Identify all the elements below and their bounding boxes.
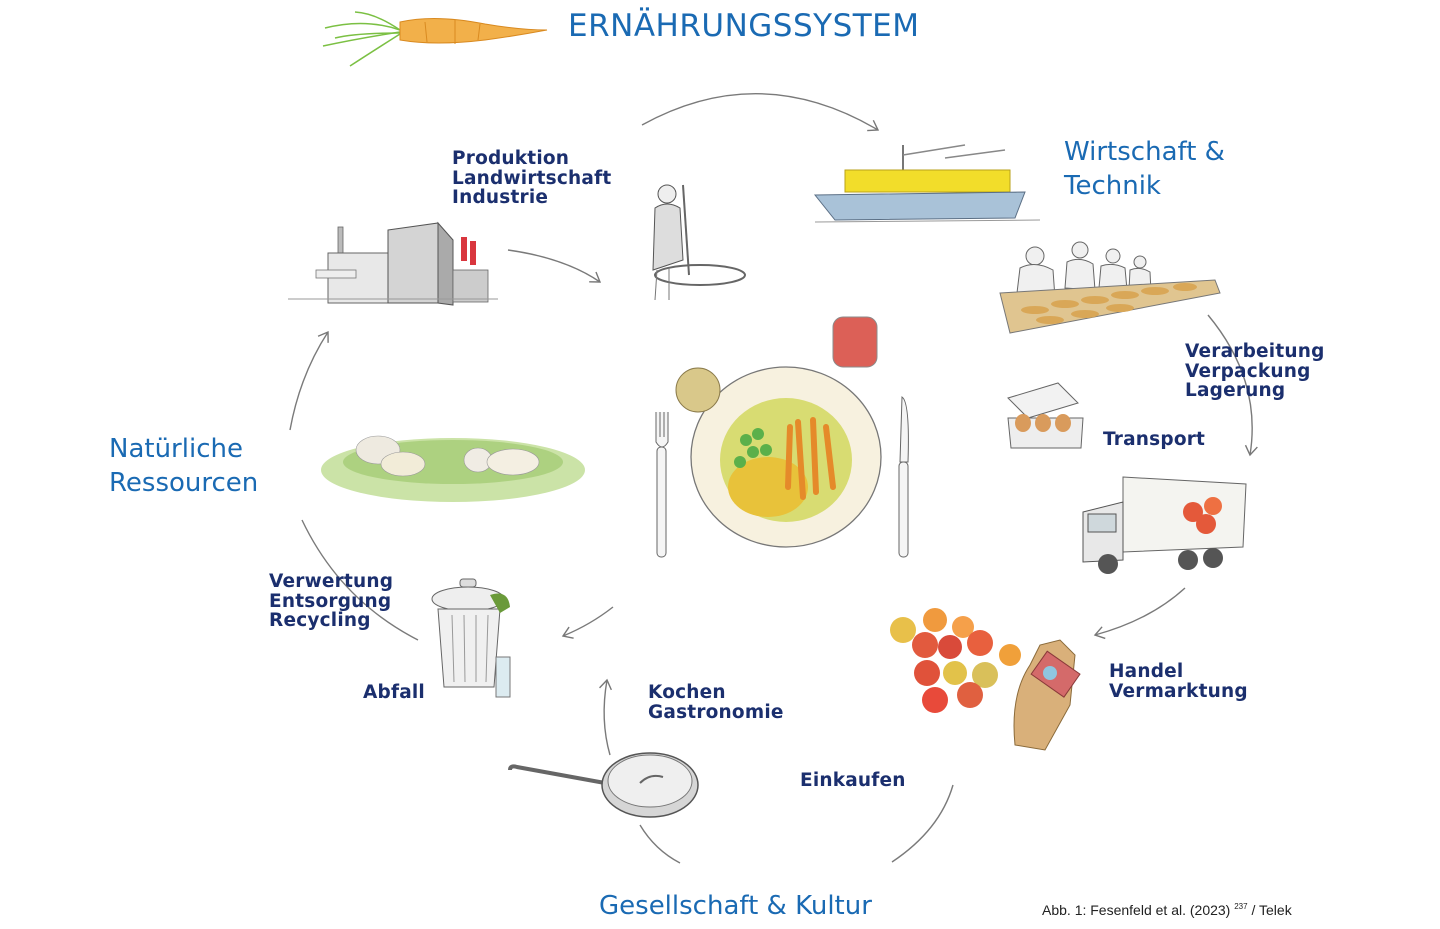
egg-carton-icon <box>1007 382 1084 449</box>
stage-trade: Handel Vermarktung <box>1109 661 1248 702</box>
cargo-ship-icon <box>813 144 1041 223</box>
arrow-shopping <box>891 784 954 863</box>
arrow-recycling <box>301 519 419 641</box>
sector-society: Gesellschaft & Kultur <box>599 891 872 921</box>
dinner-plate-icon <box>655 316 909 558</box>
delivery-truck-icon <box>1082 476 1247 574</box>
bakery-line-icon <box>999 241 1221 334</box>
stage-processing: Verarbeitung Verpackung Lagerung <box>1185 341 1325 401</box>
apples-and-money-icon <box>890 608 1081 751</box>
stage-cooking: Kochen Gastronomie <box>648 682 784 723</box>
stage-shopping: Einkaufen <box>800 770 906 791</box>
sector-nature: Natürliche Ressourcen <box>109 434 259 498</box>
stage-transport: Transport <box>1103 429 1206 450</box>
grazing-sheep-icon <box>321 435 585 502</box>
figure-caption: Abb. 1: Fesenfeld et al. (2023) 237 / Te… <box>1042 902 1292 918</box>
factory-icon <box>288 221 498 306</box>
arrow-truck-to-trade <box>1093 587 1186 640</box>
arrow-processing <box>1207 314 1258 457</box>
arrow-plate-to-trash <box>561 606 614 639</box>
arrow-nature-up <box>289 330 329 431</box>
farmer-stirring-icon <box>652 184 746 301</box>
stage-waste: Abfall <box>363 682 425 703</box>
sector-economy: Wirtschaft & Technik <box>1064 137 1225 201</box>
stage-recycling: Verwertung Entsorgung Recycling <box>269 571 394 631</box>
carrot-icon <box>322 11 548 67</box>
diagram-title: ERNÄHRUNGSSYSTEM <box>568 8 920 44</box>
arrow-pan-up <box>599 678 613 756</box>
arrow-top <box>641 93 880 132</box>
trash-can-icon <box>431 578 511 698</box>
arrow-factory-to-farmer <box>507 249 602 283</box>
stage-production: Produktion Landwirtschaft Industrie <box>452 148 612 208</box>
arrow-pan-lower <box>639 824 681 864</box>
frying-pan-icon <box>508 752 699 818</box>
